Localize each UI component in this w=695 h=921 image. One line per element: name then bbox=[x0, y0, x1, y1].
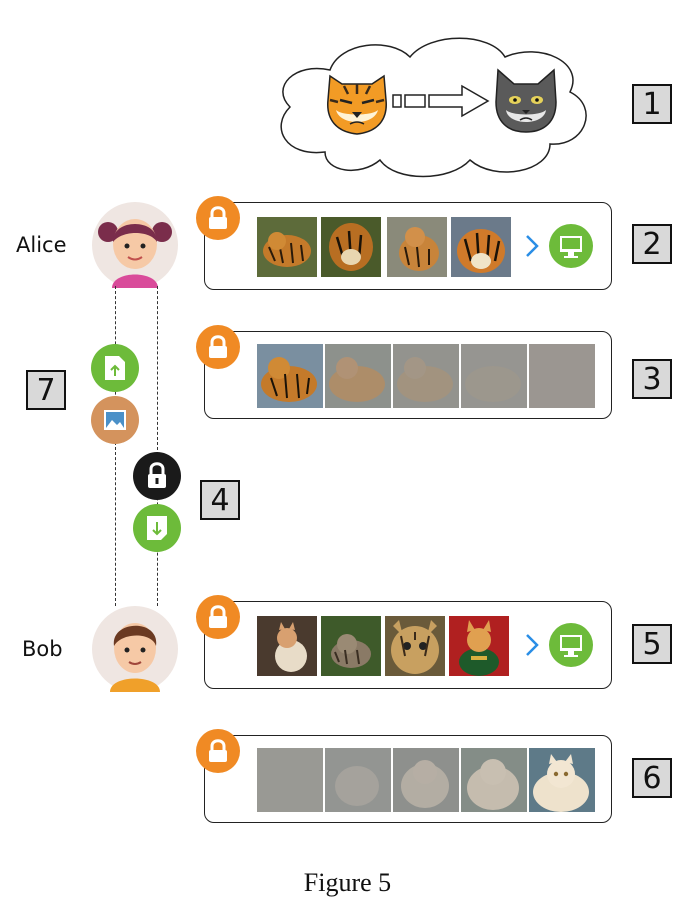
bob-label: Bob bbox=[22, 637, 63, 661]
step-1-label: 1 bbox=[632, 84, 672, 124]
step-4-label: 4 bbox=[200, 480, 240, 520]
step-7-label: 7 bbox=[26, 370, 66, 410]
dashed-line-right bbox=[157, 286, 158, 606]
generation-step-5 bbox=[529, 748, 595, 812]
cat-image-2 bbox=[321, 616, 381, 676]
monitor-button[interactable] bbox=[549, 224, 593, 268]
upload-doc-icon bbox=[105, 356, 125, 380]
diffusion-step-3 bbox=[393, 344, 459, 408]
download-doc-icon bbox=[147, 516, 167, 540]
download-document-button[interactable] bbox=[133, 504, 181, 552]
chevron-right-icon bbox=[523, 632, 541, 662]
step-5-label: 5 bbox=[632, 624, 672, 664]
cat-image-1 bbox=[257, 616, 317, 676]
dashed-line-left bbox=[115, 286, 116, 606]
generation-step-3 bbox=[393, 748, 459, 812]
step-3-label: 3 bbox=[632, 359, 672, 399]
monitor-icon bbox=[560, 236, 582, 258]
generation-step-2 bbox=[325, 748, 391, 812]
tiger-image-4 bbox=[451, 217, 511, 277]
alice-diffusion-panel bbox=[204, 331, 612, 419]
padlock-icon bbox=[148, 462, 166, 488]
alice-label: Alice bbox=[16, 233, 67, 257]
chevron-right-icon bbox=[523, 233, 541, 263]
diffusion-step-4 bbox=[461, 344, 527, 408]
tiger-image-3 bbox=[387, 217, 447, 277]
tiger-image-1 bbox=[257, 217, 317, 277]
monitor-icon bbox=[560, 635, 582, 657]
monitor-button[interactable] bbox=[549, 623, 593, 667]
generation-step-4 bbox=[461, 748, 527, 812]
step-6-label: 6 bbox=[632, 758, 672, 798]
step-2-label: 2 bbox=[632, 224, 672, 264]
tiger-icon bbox=[322, 70, 392, 136]
bob-avatar bbox=[92, 606, 178, 692]
lock-icon-panel-2 bbox=[196, 196, 240, 240]
figure-caption: Figure 5 bbox=[303, 868, 392, 897]
alice-avatar bbox=[92, 202, 178, 288]
lock-icon-panel-3 bbox=[196, 325, 240, 369]
lock-icon-panel-5 bbox=[196, 595, 240, 639]
arrow-icon bbox=[392, 83, 492, 119]
diffusion-step-5 bbox=[529, 344, 595, 408]
bob-training-panel bbox=[204, 601, 612, 689]
image-icon bbox=[104, 410, 126, 430]
diffusion-step-2 bbox=[325, 344, 391, 408]
padlock-button[interactable] bbox=[133, 452, 181, 500]
cat-image-3 bbox=[385, 616, 445, 676]
lock-icon-panel-6 bbox=[196, 729, 240, 773]
generation-step-1 bbox=[257, 748, 323, 812]
cat-icon bbox=[490, 66, 562, 136]
diffusion-step-1 bbox=[257, 344, 323, 408]
alice-training-panel bbox=[204, 202, 612, 290]
bob-generation-panel bbox=[204, 735, 612, 823]
cat-image-4 bbox=[449, 616, 509, 676]
upload-document-button[interactable] bbox=[91, 344, 139, 392]
image-button[interactable] bbox=[91, 396, 139, 444]
tiger-image-2 bbox=[321, 217, 381, 277]
